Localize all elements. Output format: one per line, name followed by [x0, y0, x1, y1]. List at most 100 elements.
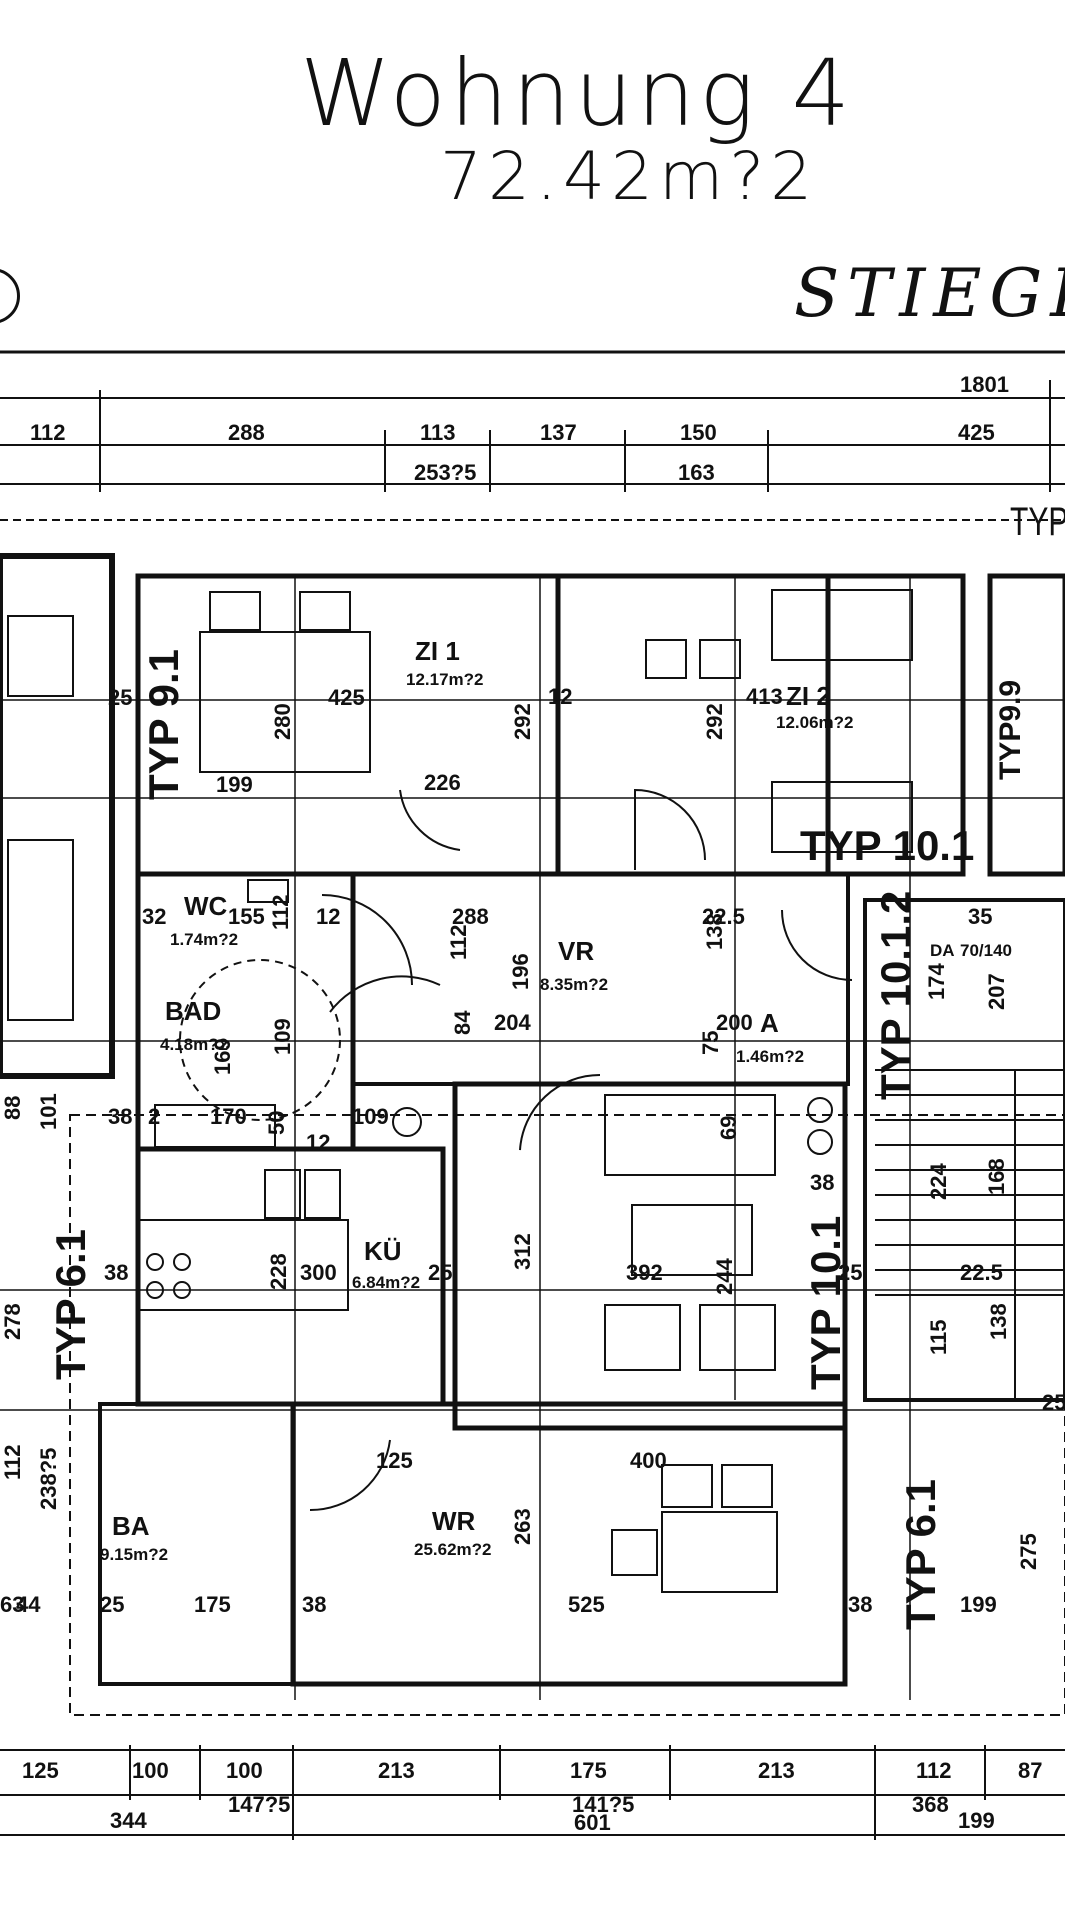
- room-area-zi1: 12.17m?2: [406, 670, 484, 689]
- toilet: [247, 879, 289, 903]
- dim-bottom-112: 112: [916, 1758, 952, 1783]
- bottom-ticks: [129, 1745, 986, 1840]
- inner-dim: 138: [986, 1303, 1011, 1340]
- inner-dim: 69: [716, 1116, 741, 1140]
- typ-label-10-1-2: TYP 10.1.2: [872, 891, 919, 1100]
- inner-dim: 244: [712, 1258, 737, 1295]
- dim-bottom-175: 175: [570, 1758, 607, 1783]
- door-swing-zi2: [634, 788, 706, 870]
- left-neighbor-wall: [0, 553, 115, 1079]
- inner-dim: 38: [810, 1170, 834, 1195]
- sofa: [604, 1094, 776, 1176]
- dim-1801: 1801: [960, 372, 1009, 397]
- inner-dim: 278: [0, 1303, 25, 1340]
- dim-top-113: 113: [420, 420, 456, 445]
- inner-dim: 155: [228, 904, 265, 929]
- inner-dim: 112: [0, 1445, 25, 1481]
- bathtub: [154, 1104, 276, 1148]
- dashed-boundary: [69, 1114, 1065, 1716]
- kitchen-sink-left: [264, 1169, 301, 1219]
- inner-dim: 12: [548, 684, 572, 709]
- room-area-bad: 4.18m?2: [160, 1035, 228, 1054]
- inner-dim: 207: [984, 973, 1009, 1010]
- typ-top-label: TYP: [1010, 500, 1065, 544]
- dim-bottom-213a: 213: [378, 1758, 415, 1783]
- wr-walls: [290, 1401, 848, 1687]
- room-name-zi1: ZI 1: [415, 636, 460, 666]
- right-room-walls: [987, 573, 1065, 877]
- dim-bottom-1475: 147?5: [228, 1792, 290, 1817]
- inner-dim: 63: [0, 1592, 24, 1617]
- nightstand-zi1-left: [209, 591, 261, 631]
- inner-dim: 280: [270, 703, 295, 740]
- dim-bottom-87: 87: [1018, 1758, 1042, 1783]
- inner-dim: 35: [968, 904, 992, 929]
- inner-dim: 12: [306, 1130, 330, 1155]
- neighbor-bed-1: [7, 615, 74, 697]
- inner-dim: 263: [510, 1508, 535, 1545]
- dim-top-112: 112: [30, 420, 66, 445]
- inner-dim: 38: [104, 1260, 128, 1285]
- kitchen-sink-right: [304, 1169, 341, 1219]
- dining-chair-3: [611, 1529, 658, 1576]
- dim-bottom-368: 368: [912, 1792, 949, 1817]
- door-swing-kitchen: [519, 1073, 601, 1151]
- room-area-a: 1.46m?2: [736, 1047, 804, 1066]
- room-area-vr: 8.35m?2: [540, 975, 608, 994]
- inner-dim: 138: [702, 913, 727, 950]
- dim-top-425: 425: [958, 420, 995, 445]
- inner-dim: 200: [716, 1010, 753, 1035]
- inner-dim: 109: [352, 1104, 389, 1129]
- inner-dim: 25: [1042, 1390, 1065, 1415]
- armchair-right: [699, 1304, 776, 1371]
- dim-bottom-199: 199: [958, 1808, 995, 1833]
- door-swing-zi1: [399, 789, 461, 851]
- inner-dim: 168: [984, 1158, 1009, 1195]
- dim-bottom-344: 344: [110, 1808, 147, 1833]
- room-area-ba: 9.15m?2: [100, 1545, 168, 1564]
- apartment-area: 72.42m?2: [440, 138, 819, 215]
- inner-dim: 112: [268, 895, 293, 931]
- inner-dim: 112: [446, 925, 471, 961]
- inner-dim: 38: [848, 1592, 872, 1617]
- inner-dim: 32: [142, 904, 166, 929]
- inner-dim: 50: [264, 1111, 289, 1135]
- inner-dim: 292: [702, 703, 727, 740]
- door-swing-vr: [781, 909, 853, 981]
- dim-top-163: 163: [678, 460, 715, 485]
- bed-zi2-top: [771, 589, 913, 661]
- inner-dim: 25: [428, 1260, 452, 1285]
- room-name-a: A: [760, 1008, 779, 1038]
- inner-dim: 101: [36, 1093, 61, 1130]
- room-name-zi2: ZI 2: [786, 681, 831, 711]
- inner-dim: 44: [16, 1592, 41, 1617]
- inner-dim: 88: [0, 1096, 25, 1120]
- chair-2: [699, 639, 741, 679]
- inner-dim: 204: [494, 1010, 531, 1035]
- room-name-bad: BAD: [165, 996, 221, 1026]
- room-name-vr: VR: [558, 936, 594, 966]
- inner-dim: 109: [270, 1018, 295, 1055]
- bad-turning-circle: [179, 959, 341, 1121]
- stiege-label: STIEGE: [794, 255, 1065, 332]
- inner-dim: 169: [210, 1038, 235, 1075]
- room-name-ba: BA: [112, 1511, 150, 1541]
- sink-bad: [392, 1107, 422, 1137]
- inner-dim: 292: [510, 703, 535, 740]
- typ-label-9-1: TYP 9.1: [140, 649, 187, 800]
- armchair-left: [604, 1304, 681, 1371]
- nightstand-zi1-right: [299, 591, 351, 631]
- inner-dim: 25: [838, 1260, 862, 1285]
- inner-dim: 199: [960, 1592, 997, 1617]
- door-swing-wr: [309, 1439, 391, 1512]
- inner-dim: 2: [148, 1104, 160, 1129]
- room-area-kue: 6.84m?2: [352, 1273, 420, 1292]
- inner-dim: 300: [300, 1260, 337, 1285]
- dim-bottom-125: 125: [22, 1758, 59, 1783]
- inner-dim: 226: [424, 770, 461, 795]
- inner-dim: 400: [630, 1448, 667, 1473]
- inner-dim: 22.5: [960, 1260, 1003, 1285]
- dim-top-2535: 253?5: [414, 460, 476, 485]
- typ-label-6-1-right: TYP 6.1: [897, 1479, 944, 1630]
